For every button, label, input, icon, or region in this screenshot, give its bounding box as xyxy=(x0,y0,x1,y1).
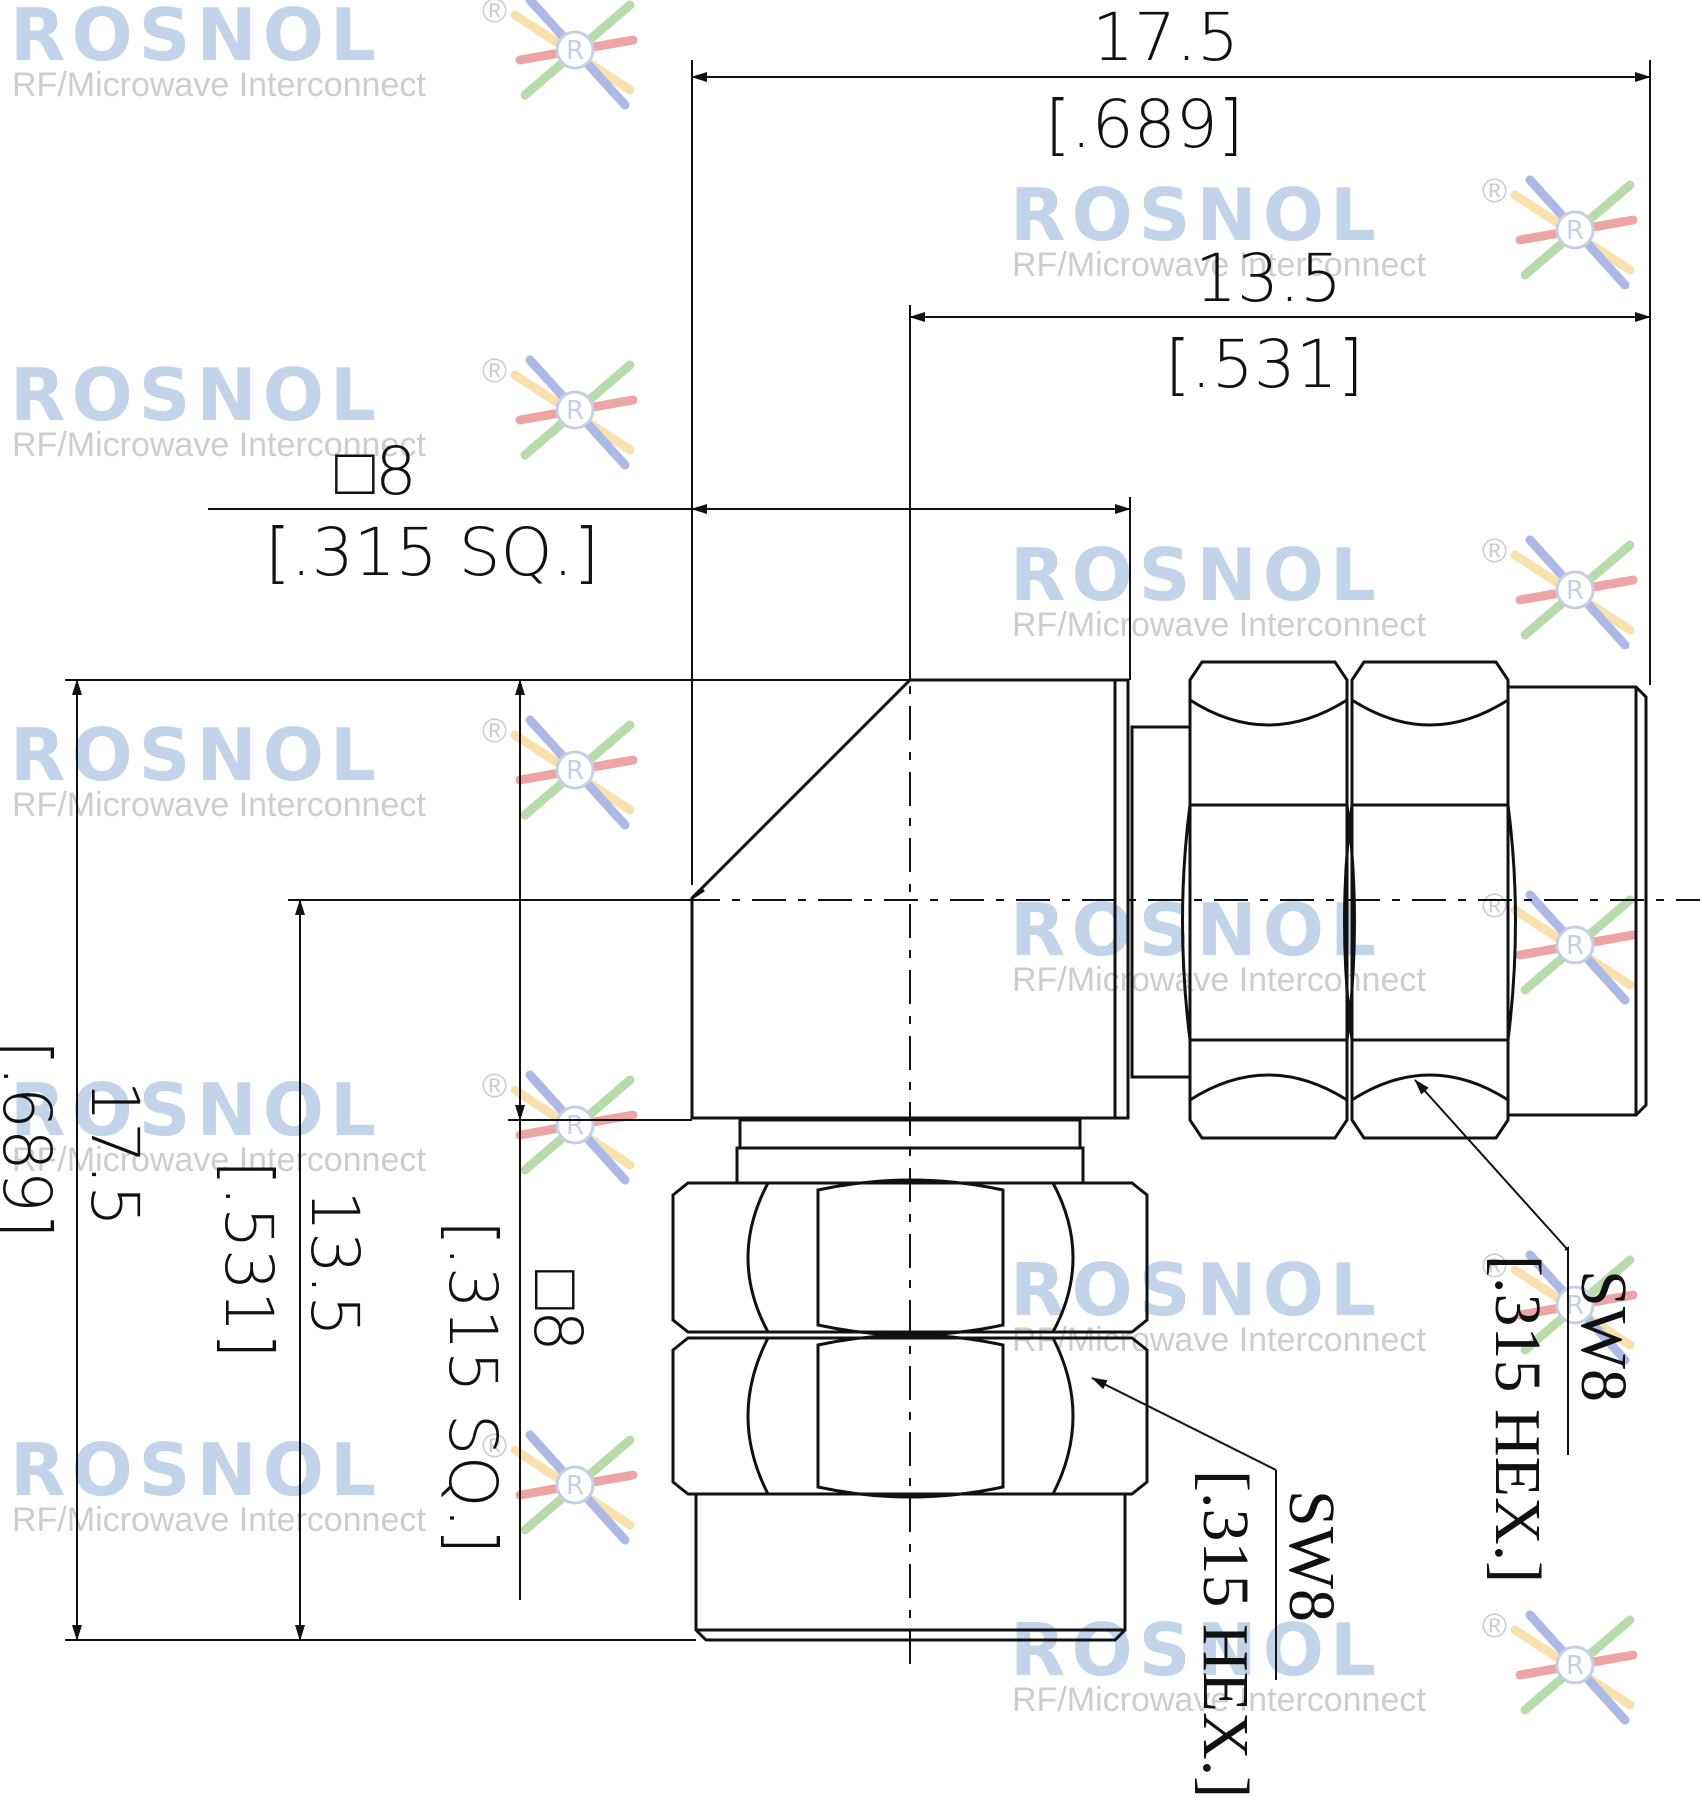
rosnol-watermark: ROSNOL ® RF/Microwave Interconnect R xyxy=(1010,1247,1638,1365)
dim-square-width xyxy=(208,497,1131,680)
square-mm-label: □8 xyxy=(335,433,417,510)
watermark-logo-icon: R xyxy=(510,715,638,830)
hex-bottom-mm-label: SW8 xyxy=(1275,1490,1348,1622)
square-in-label: [.315 SQ.] xyxy=(265,514,599,591)
watermark-brand: ROSNOL xyxy=(10,0,382,77)
center-height-mm-label: 13.5 xyxy=(296,1190,373,1337)
rosnol-watermark: ROSNOL ® RF/Microwave Interconnect R xyxy=(1010,887,1638,1005)
dim-center-height xyxy=(288,899,692,1641)
hex-right-mm-label: SW8 xyxy=(1567,1270,1640,1402)
watermark-brand: ROSNOL xyxy=(1010,173,1382,257)
svg-text:R: R xyxy=(1566,576,1584,606)
hex-bottom-leader xyxy=(1091,1377,1277,1680)
rosnol-watermark: ROSNOL ® RF/Microwave Interconnect R xyxy=(10,712,638,830)
watermark-tagline: RF/Microwave Interconnect xyxy=(1012,606,1426,644)
svg-text:R: R xyxy=(566,756,584,786)
watermark-tagline: RF/Microwave Interconnect xyxy=(1012,1681,1426,1719)
rosnol-watermark: ROSNOL ® RF/Microwave Interconnect R xyxy=(10,352,638,470)
svg-text:R: R xyxy=(1566,931,1584,961)
watermark-tagline: RF/Microwave Interconnect xyxy=(12,426,426,464)
watermark-registered: ® xyxy=(1482,1607,1507,1645)
svg-text:R: R xyxy=(566,1471,584,1501)
watermark-tagline: RF/Microwave Interconnect xyxy=(12,1501,426,1539)
svg-text:R: R xyxy=(1566,1291,1584,1321)
svg-text:R: R xyxy=(566,396,584,426)
svg-text:R: R xyxy=(566,36,584,66)
watermark-layer: ROSNOL®RF/Microwave InterconnectRROSNOL®… xyxy=(10,0,1638,1725)
right-coupling xyxy=(1130,660,1648,1140)
rosnol-watermark: ROSNOL ® RF/Microwave Interconnect R xyxy=(1010,172,1638,290)
overall-height-in-label: [.689] xyxy=(0,1040,65,1238)
watermark-brand: ROSNOL xyxy=(1010,533,1382,617)
center-width-in-label: [.531] xyxy=(1165,326,1363,403)
dim-overall-height xyxy=(65,679,910,1641)
watermark-logo-icon: R xyxy=(1510,1610,1638,1725)
watermark-tagline: RF/Microwave Interconnect xyxy=(1012,246,1426,284)
watermark-registered: ® xyxy=(482,352,507,390)
watermark-tagline: RF/Microwave Interconnect xyxy=(1012,1321,1426,1359)
watermark-tagline: RF/Microwave Interconnect xyxy=(1012,961,1426,999)
overall-width-in-label: [.689] xyxy=(1045,86,1243,163)
watermark-tagline: RF/Microwave Interconnect xyxy=(12,66,426,104)
dim-center-width xyxy=(909,305,1651,680)
watermark-registered: ® xyxy=(1482,532,1507,570)
square-v-in-label: [.315 SQ.] xyxy=(434,1220,511,1554)
watermark-registered: ® xyxy=(1482,887,1507,925)
center-width-mm-label: 13.5 xyxy=(1195,240,1342,317)
rosnol-watermark: ROSNOL ® RF/Microwave Interconnect R xyxy=(10,0,638,110)
watermark-logo-icon: R xyxy=(510,355,638,470)
watermark-brand: ROSNOL xyxy=(10,1068,382,1152)
watermark-brand: ROSNOL xyxy=(10,1428,382,1512)
dim-overall-width xyxy=(691,60,1651,885)
watermark-logo-icon: R xyxy=(1510,890,1638,1005)
hex-bottom-in-label: [.315 HEX.] xyxy=(1189,1470,1262,1798)
watermark-registered: ® xyxy=(1482,1247,1507,1285)
center-height-in-label: [.531] xyxy=(210,1160,287,1358)
rosnol-watermark: ROSNOL ® RF/Microwave Interconnect R xyxy=(10,1427,638,1545)
watermark-brand: ROSNOL xyxy=(10,353,382,437)
watermark-registered: ® xyxy=(482,712,507,750)
watermark-registered: ® xyxy=(482,1067,507,1105)
right-angle-body xyxy=(690,678,1130,1120)
overall-width-mm-label: 17.5 xyxy=(1092,0,1239,76)
watermark-logo-icon: R xyxy=(510,0,638,110)
watermark-brand: ROSNOL xyxy=(10,713,382,797)
hex-right-leader xyxy=(1414,1079,1569,1455)
svg-text:R: R xyxy=(1566,216,1584,246)
watermark-logo-icon: R xyxy=(510,1430,638,1545)
svg-text:R: R xyxy=(566,1111,584,1141)
watermark-brand: ROSNOL xyxy=(1010,1608,1382,1692)
square-v-mm-label: □8 xyxy=(519,1270,596,1352)
watermark-logo-icon: R xyxy=(1510,1250,1638,1365)
rosnol-watermark: ROSNOL ® RF/Microwave Interconnect R xyxy=(1010,1607,1638,1725)
watermark-logo-icon: R xyxy=(1510,175,1638,290)
watermark-registered: ® xyxy=(482,1427,507,1465)
overall-height-mm-label: 17.5 xyxy=(76,1080,153,1227)
watermark-tagline: RF/Microwave Interconnect xyxy=(12,786,426,824)
watermark-registered: ® xyxy=(1482,172,1507,210)
watermark-brand: ROSNOL xyxy=(1010,888,1382,972)
rosnol-watermark: ROSNOL ® RF/Microwave Interconnect R xyxy=(1010,532,1638,650)
watermark-registered: ® xyxy=(482,0,507,30)
hex-right-in-label: [.315 HEX.] xyxy=(1481,1255,1554,1583)
bottom-coupling xyxy=(671,1118,1149,1642)
svg-text:R: R xyxy=(1566,1651,1584,1681)
dim-square-height xyxy=(508,679,692,1600)
watermark-brand: ROSNOL xyxy=(1010,1248,1382,1332)
watermark-logo-icon: R xyxy=(510,1070,638,1185)
watermark-logo-icon: R xyxy=(1510,535,1638,650)
